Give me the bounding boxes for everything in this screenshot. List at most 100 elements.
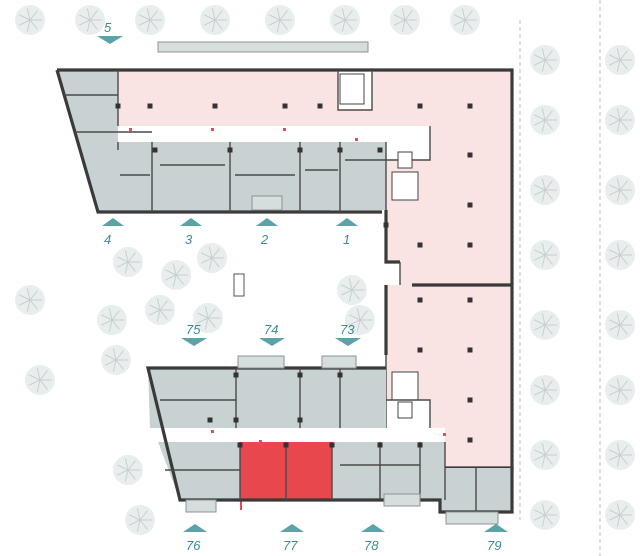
tree-branch bbox=[172, 263, 177, 276]
corridor-bottom bbox=[150, 428, 445, 442]
entrance-73[interactable]: 73 bbox=[335, 322, 361, 346]
tree-branch bbox=[172, 274, 177, 287]
entrance-5[interactable]: 5 bbox=[97, 20, 123, 44]
column bbox=[417, 242, 423, 248]
tree-branch bbox=[544, 180, 553, 191]
column bbox=[297, 417, 303, 423]
top-wing-interior-walls bbox=[64, 70, 431, 285]
entrance-76[interactable]: 76 bbox=[183, 524, 207, 553]
entrance-4[interactable]: 4 bbox=[102, 218, 124, 247]
tree-branch bbox=[175, 274, 184, 285]
tree-branch bbox=[544, 189, 553, 200]
entrance-74[interactable]: 74 bbox=[259, 322, 285, 346]
tree-branch bbox=[533, 249, 546, 256]
column bbox=[467, 242, 473, 248]
tree-branch bbox=[276, 19, 281, 32]
tree-branch bbox=[533, 514, 546, 521]
tree-branch bbox=[393, 14, 406, 21]
tree-branch bbox=[616, 443, 621, 456]
column bbox=[227, 147, 233, 153]
entrance-arrow-up bbox=[280, 524, 304, 532]
tree-branch bbox=[359, 310, 368, 321]
tree-branch bbox=[156, 309, 161, 322]
tree-branch bbox=[461, 19, 466, 32]
tree-branch bbox=[341, 19, 346, 32]
tree-branch bbox=[148, 309, 161, 316]
tree-branch bbox=[112, 359, 117, 372]
tree-branch bbox=[541, 178, 546, 191]
column bbox=[282, 103, 288, 109]
entrance-3[interactable]: 3 bbox=[180, 218, 202, 247]
tree-branch bbox=[268, 14, 281, 21]
entrance-79[interactable]: 79 bbox=[484, 524, 508, 553]
tree-branch bbox=[401, 8, 406, 21]
tree-branch bbox=[533, 509, 546, 516]
tree-branch bbox=[149, 19, 158, 30]
tree-branch bbox=[608, 389, 621, 396]
elevator-lower bbox=[397, 401, 413, 419]
tree-branch bbox=[36, 368, 41, 381]
entrance-2[interactable]: 2 bbox=[256, 218, 278, 247]
balcony-79 bbox=[445, 511, 499, 525]
entrance-77[interactable]: 77 bbox=[280, 524, 304, 553]
entrance-arrow-up bbox=[361, 524, 385, 532]
entrance-1[interactable]: 1 bbox=[336, 218, 358, 247]
balcony-74 bbox=[237, 355, 285, 369]
entrance-arrow-down bbox=[259, 338, 285, 346]
tree-branch bbox=[148, 304, 161, 311]
tree-branch bbox=[533, 319, 546, 326]
column bbox=[467, 297, 473, 303]
tree-branch bbox=[404, 19, 413, 30]
tree-branch bbox=[533, 389, 546, 396]
entrance-label: 78 bbox=[364, 538, 379, 553]
tree-branch bbox=[136, 519, 141, 532]
tree-branch bbox=[608, 454, 621, 461]
column bbox=[417, 103, 423, 109]
door-marker bbox=[211, 430, 214, 433]
tree-branch bbox=[146, 8, 151, 21]
tree-branch bbox=[115, 359, 124, 370]
column bbox=[152, 147, 158, 153]
tree-branch bbox=[175, 265, 184, 276]
tree-branch bbox=[541, 59, 546, 72]
tree-branch bbox=[29, 290, 38, 301]
tree-branch bbox=[124, 458, 129, 471]
tree-branch bbox=[608, 249, 621, 256]
column bbox=[417, 442, 423, 448]
tree-branch bbox=[541, 254, 546, 267]
tree-branch bbox=[541, 119, 546, 132]
tree-branch bbox=[86, 8, 91, 21]
tree-branch bbox=[533, 119, 546, 126]
apartment-block-bottom bbox=[148, 368, 386, 430]
door-markers bbox=[129, 128, 446, 443]
tree-branch bbox=[112, 348, 117, 361]
entrance-label: 76 bbox=[186, 538, 201, 553]
entrance-78[interactable]: 78 bbox=[361, 524, 385, 553]
tree-branch bbox=[351, 280, 360, 291]
tree-branch bbox=[211, 19, 216, 32]
column bbox=[207, 417, 213, 423]
tree-branch bbox=[29, 299, 38, 310]
tree-branch bbox=[208, 246, 213, 259]
entrance-label: 74 bbox=[264, 322, 278, 337]
entrance-label: 73 bbox=[340, 322, 355, 337]
tree-branch bbox=[111, 310, 120, 321]
tree-branch bbox=[108, 308, 113, 321]
entrance-75[interactable]: 75 bbox=[181, 322, 207, 346]
tree-branch bbox=[279, 19, 288, 30]
tree-branch bbox=[541, 108, 546, 121]
tree-branch bbox=[196, 317, 209, 324]
tree-branch bbox=[138, 14, 151, 21]
tree-branch bbox=[115, 350, 124, 361]
elevator-top bbox=[397, 151, 413, 169]
tree-branch bbox=[619, 245, 628, 256]
tree-branch bbox=[208, 257, 213, 270]
tree-branch bbox=[541, 378, 546, 391]
bottom-wing-interior bbox=[160, 368, 477, 512]
tree-branch bbox=[544, 505, 553, 516]
tree-branch bbox=[393, 19, 406, 26]
tree-branch bbox=[464, 19, 473, 30]
tree-branch bbox=[18, 14, 31, 21]
column bbox=[297, 372, 303, 378]
column bbox=[417, 347, 423, 353]
